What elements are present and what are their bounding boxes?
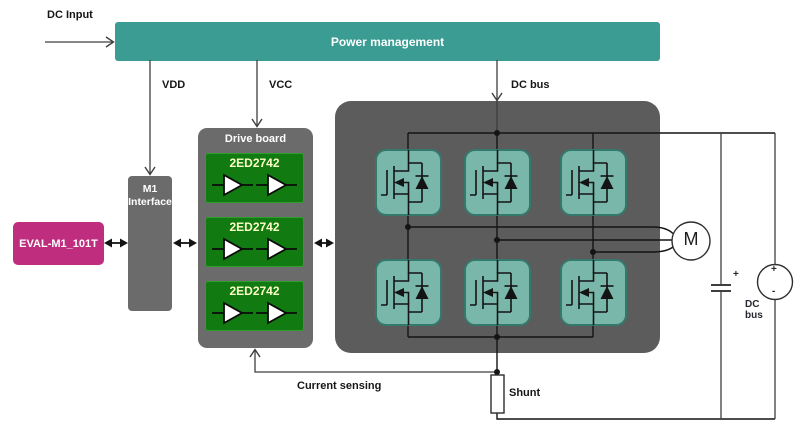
gate-driver-label: 2ED2742 — [229, 220, 280, 234]
buffer-symbols-icon — [211, 237, 297, 261]
dc-input-wire — [45, 36, 115, 48]
shunt-resistor-symbol — [490, 374, 505, 414]
inverter-power-stage-block — [335, 101, 660, 353]
interface-to-driveboard-bus-arrow — [173, 238, 197, 248]
gate-driver-block-3: 2ED2742 — [205, 281, 304, 331]
eval-to-interface-bus-arrow — [104, 238, 128, 248]
motor-label: M — [683, 229, 699, 249]
current-sensing-label: Current sensing — [297, 380, 382, 392]
power-management-label: Power management — [330, 34, 445, 49]
capacitor-plus-label: + — [733, 269, 739, 280]
driveboard-to-inverter-bus-arrow — [314, 238, 334, 248]
eval-m1-101t-label: EVAL-M1_101T — [19, 237, 98, 250]
drive-board-label: Drive board — [224, 133, 287, 145]
dc-input-label: DC Input — [47, 9, 93, 21]
buffer-symbols-icon — [211, 301, 297, 325]
dc-source-minus-label: - — [772, 286, 776, 297]
vcc-label: VCC — [269, 79, 293, 91]
gate-driver-block-1: 2ED2742 — [205, 153, 304, 203]
vdd-label: VDD — [162, 79, 186, 91]
vcc-wire — [251, 60, 263, 128]
gate-driver-block-2: 2ED2742 — [205, 217, 304, 267]
buffer-symbols-icon — [211, 173, 297, 197]
shunt-label: Shunt — [509, 387, 541, 399]
power-management-block: Power management — [115, 22, 660, 61]
gate-driver-label: 2ED2742 — [229, 284, 280, 298]
m1-interface-label-line2: Interface — [128, 196, 172, 208]
m1-interface-block: M1 Interface — [128, 176, 172, 311]
dc-bus-source-label-line2: bus — [745, 310, 763, 321]
dc-bus-source-label-line1: DC — [745, 299, 760, 310]
m1-interface-label-line1: M1 — [142, 183, 158, 195]
dc-link-capacitor-symbol — [711, 284, 731, 292]
gate-driver-label: 2ED2742 — [229, 156, 280, 170]
dc-bus-label: DC bus — [511, 79, 550, 91]
dc-source-plus-label: + — [771, 264, 777, 275]
drive-board-block: Drive board 2ED2742 2ED2742 2ED2742 — [198, 128, 313, 348]
vdd-wire — [144, 60, 156, 176]
eval-m1-101t-block: EVAL-M1_101T — [13, 222, 104, 265]
